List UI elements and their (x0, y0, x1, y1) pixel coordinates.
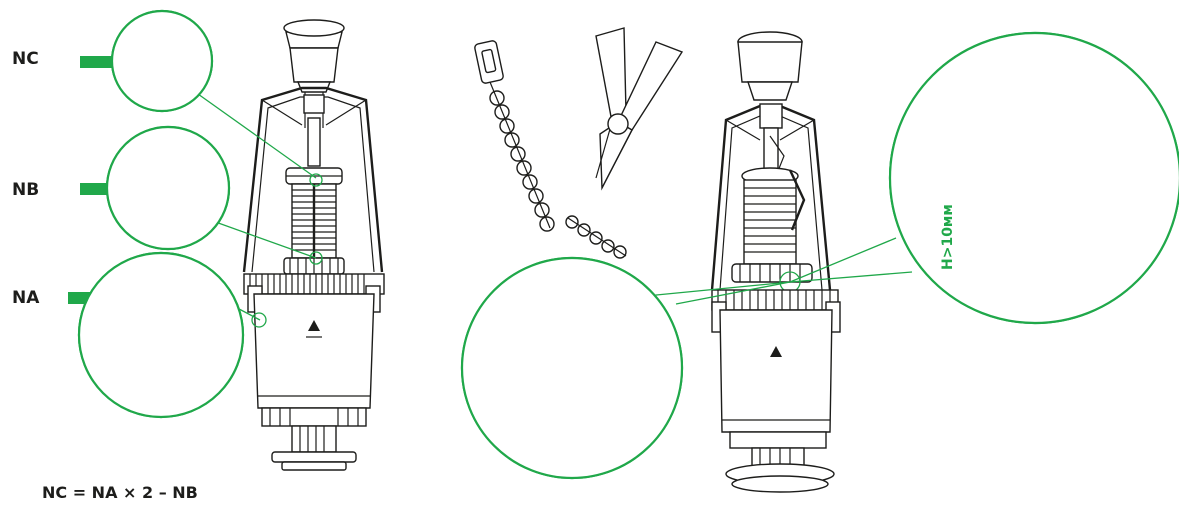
label-nb: NB (12, 180, 39, 200)
height-label: H>10мм (940, 204, 956, 270)
right-zoom-connectors (645, 237, 913, 305)
formula-text: NC = NA × 2 – NB (42, 483, 198, 502)
label-nc: NC (12, 49, 39, 69)
left-zoom-connectors (197, 93, 323, 328)
left-bellows (291, 183, 337, 259)
right-bellows (741, 167, 806, 265)
svg-text:NC: NC (12, 49, 39, 69)
right-valve (710, 31, 841, 493)
svg-text:NB: NB (12, 180, 39, 200)
zoom-chain: 11 12 13 14 15 16 8 (460, 256, 684, 480)
cutters (595, 27, 684, 191)
zoom-nb: 8 (105, 125, 231, 251)
zoom-na: 5 6 (77, 251, 245, 419)
svg-text:NA: NA (12, 288, 40, 308)
zoom-height: 11 7 8 H>10мм (888, 31, 1179, 325)
left-valve (242, 19, 385, 471)
label-na: NA (12, 288, 40, 308)
svg-text:NC = NA × 2 – NB: NC = NA × 2 – NB (42, 483, 198, 502)
chain-pieces (474, 40, 627, 259)
zoom-nc: 2 (110, 9, 214, 113)
